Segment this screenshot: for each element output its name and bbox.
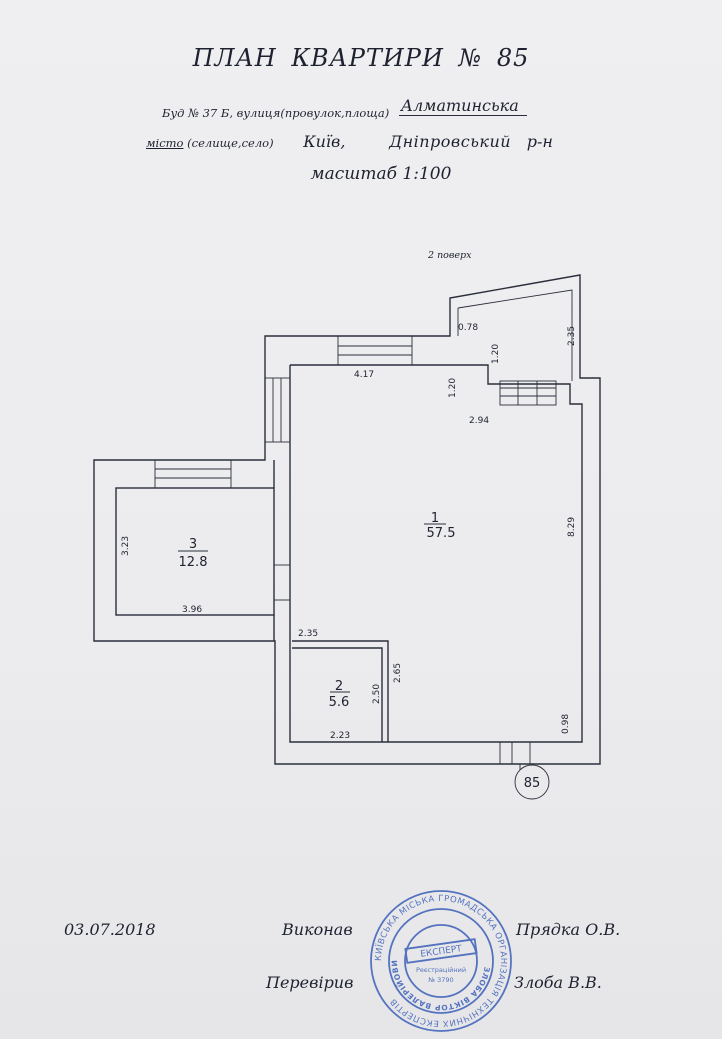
room-2-area: 5.6 [329, 695, 350, 710]
outer-wall [93, 274, 601, 765]
window-left [264, 377, 291, 443]
room-1-area: 57.5 [427, 526, 456, 541]
performed-label: Виконав [282, 920, 353, 939]
room-3-area: 12.8 [179, 555, 208, 570]
window-room-3 [154, 459, 232, 489]
room-2-wall [292, 640, 389, 742]
city-label: місто [146, 136, 184, 150]
street-name: Алматинська [398, 96, 527, 116]
checked-label: Перевірив [266, 973, 354, 992]
dim-0-78: 0.78 [458, 323, 478, 333]
document-date: 03.07.2018 [64, 920, 156, 939]
city-name: Київ, [303, 132, 346, 151]
dim-2-50: 2.50 [372, 684, 382, 704]
entrance-door [499, 742, 531, 764]
floor-label: 2 поверх [428, 250, 472, 261]
performed-by: Прядка О.В. [516, 920, 621, 939]
window-top [337, 335, 413, 366]
room-3-number: 3 [189, 537, 197, 552]
wall-opening-left [274, 564, 290, 601]
document-title: ПЛАН КВАРТИРИ № 85 [192, 44, 530, 72]
scale-label: масштаб 1:100 [310, 164, 452, 184]
district-suffix: р-н [526, 132, 553, 151]
dim-1-20-b: 1.20 [448, 378, 458, 398]
dim-0-98: 0.98 [561, 714, 571, 734]
balcony-wall [457, 289, 573, 381]
dim-4-17: 4.17 [354, 370, 374, 380]
dim-8-29: 8.29 [567, 517, 577, 537]
dim-2-35-balcony: 2.35 [567, 326, 577, 346]
main-room-wall [289, 364, 583, 743]
building-label: Буд № 37 Б, вулиця(провулок,площа) [162, 106, 390, 120]
apartment-marker-label: 85 [524, 776, 541, 791]
dim-1-20-a: 1.20 [491, 344, 501, 364]
district-name: Дніпровський [389, 132, 512, 151]
apartment-marker [514, 764, 550, 800]
dim-2-35-bath: 2.35 [298, 629, 318, 639]
city-label-rest: (селище,село) [183, 136, 274, 150]
checked-by: Злоба В.В. [514, 973, 602, 992]
room-2-number: 2 [335, 679, 343, 694]
stamp-center-mid: Реєстраційний [416, 966, 466, 974]
dim-3-23: 3.23 [121, 536, 131, 556]
room-1-number: 1 [431, 511, 439, 526]
city-line: місто (селище,село) Київ, Дніпровський р… [146, 132, 553, 151]
dim-2-65: 2.65 [393, 663, 403, 683]
door-balcony [499, 380, 557, 406]
address-line: Буд № 37 Б, вулиця(провулок,площа) Алмат… [162, 96, 527, 122]
stamp-center-num: № 3790 [427, 976, 453, 984]
official-stamp: КИЇВСЬКА МІСЬКА ГРОМАДСЬКА ОРГАНІЗАЦІЯ Т… [366, 886, 512, 1032]
dim-2-23: 2.23 [330, 731, 350, 741]
dim-2-94: 2.94 [469, 416, 489, 426]
dim-3-96: 3.96 [182, 605, 202, 615]
